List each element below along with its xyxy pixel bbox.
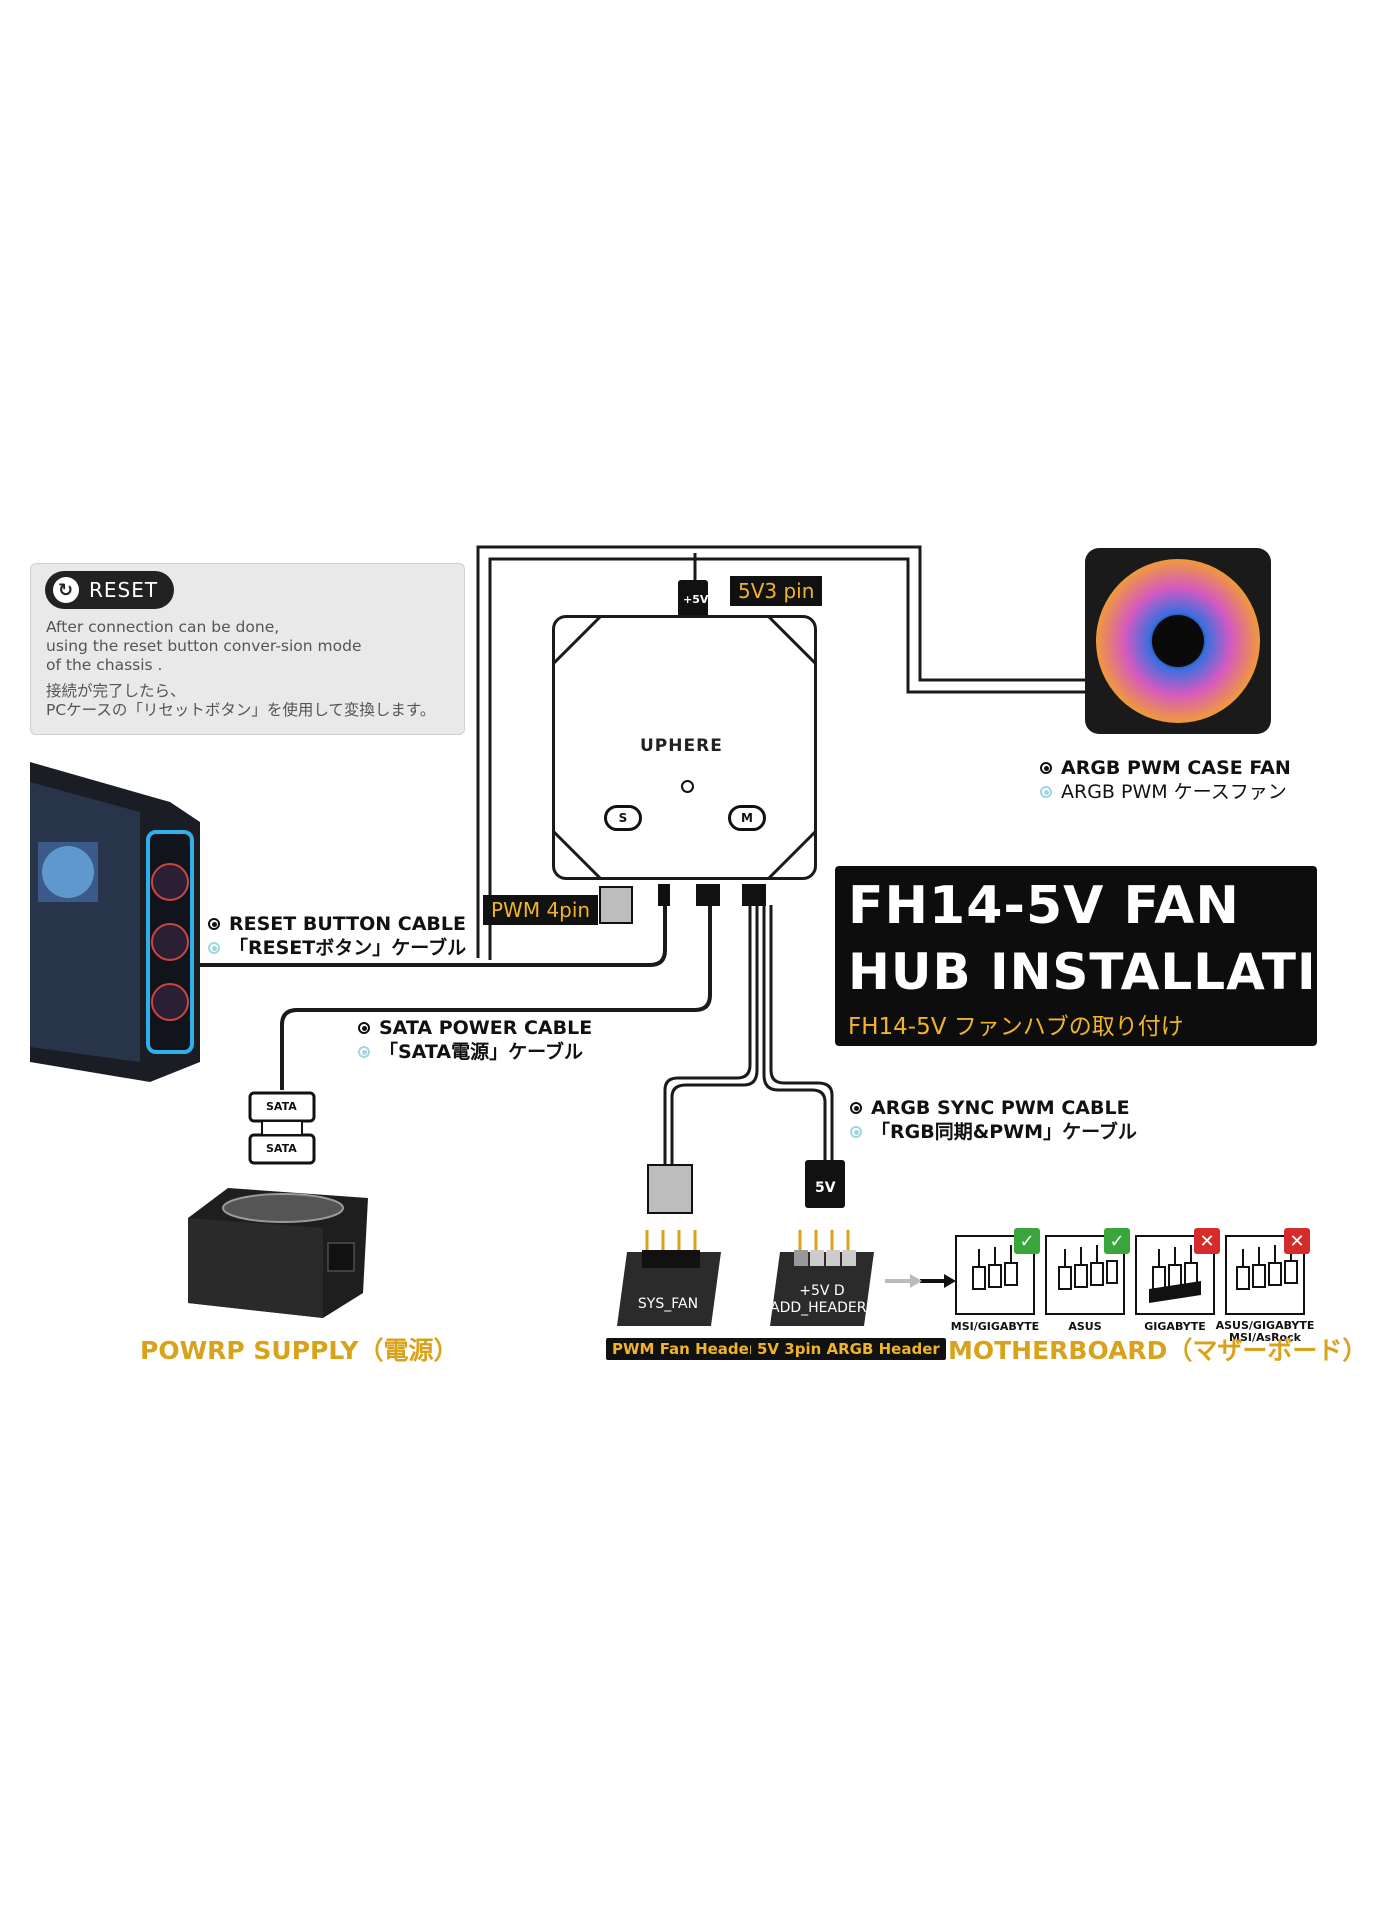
reset-badge-label: RESET bbox=[89, 578, 159, 602]
title-line-2: HUB INSTALLATION bbox=[848, 943, 1400, 1001]
mb-card-gigabyte bbox=[1135, 1235, 1215, 1315]
bullet-icon bbox=[358, 1022, 370, 1034]
bullet-icon bbox=[208, 918, 220, 930]
argb-header-line-2: ADD_HEADER2 bbox=[770, 1300, 876, 1316]
mb-caption-4: ASUS/GIGABYTE MSI/AsRock bbox=[1215, 1319, 1315, 1344]
argb-cable-label-en-text: ARGB SYNC PWM CABLE bbox=[871, 1097, 1130, 1119]
pwm-fan-header-image bbox=[617, 1230, 721, 1326]
fan-label-jp: ARGB PWM ケースファン bbox=[1040, 780, 1287, 804]
cross-icon: ✕ bbox=[1194, 1228, 1220, 1254]
bullet-icon bbox=[358, 1046, 370, 1058]
motherboard-label: MOTHERBOARD（マザーボード） bbox=[948, 1336, 1368, 1365]
reset-icon: ↻ bbox=[53, 577, 79, 603]
sata-plug-label-2: SATA bbox=[266, 1142, 297, 1155]
fan-label-en-text: ARGB PWM CASE FAN bbox=[1061, 757, 1291, 779]
reset-badge: ↻ RESET bbox=[45, 571, 175, 609]
reset-note-en-3: of the chassis . bbox=[46, 656, 163, 674]
reset-cable-label-jp: 「RESETボタン」ケーブル bbox=[208, 936, 466, 960]
title-panel bbox=[835, 866, 1317, 1046]
power-supply-image bbox=[188, 1188, 368, 1318]
psu-label: POWRP SUPPLY（電源） bbox=[140, 1336, 459, 1365]
title-line-1: FH14-5V FAN bbox=[848, 876, 1240, 936]
hub-button-m[interactable]: M bbox=[728, 805, 766, 831]
sata-cable-label-jp-text: 「SATA電源」ケーブル bbox=[379, 1041, 583, 1063]
argb-plug-label: 5V bbox=[815, 1180, 836, 1196]
argb-header-tag: 5V 3pin ARGB Header bbox=[751, 1338, 946, 1360]
reset-note-jp-1: 接続が完了したら、 bbox=[46, 682, 186, 700]
port-5v3-label: 5V3 pin bbox=[730, 576, 823, 606]
reset-cable-label-jp-text: 「RESETボタン」ケーブル bbox=[229, 937, 467, 959]
argb-case-fan-image bbox=[1085, 548, 1271, 734]
reset-cable-label-en-text: RESET BUTTON CABLE bbox=[229, 913, 466, 935]
argb-header-image bbox=[770, 1230, 874, 1326]
bullet-icon bbox=[850, 1102, 862, 1114]
check-icon: ✓ bbox=[1014, 1228, 1040, 1254]
port-pwm-4pin-label: PWM 4pin bbox=[483, 895, 599, 925]
hub-logo: UPHERE bbox=[640, 736, 723, 756]
reset-note-en-2: using the reset button conver-sion mode bbox=[46, 637, 362, 655]
hub-corner-bevels bbox=[552, 615, 817, 880]
sata-cable-label-en: SATA POWER CABLE bbox=[358, 1016, 592, 1040]
fan-label-jp-text: ARGB PWM ケースファン bbox=[1061, 781, 1287, 803]
bullet-icon bbox=[208, 942, 220, 954]
cross-icon: ✕ bbox=[1284, 1228, 1310, 1254]
argb-header-name: +5V D ADD_HEADER2 bbox=[770, 1283, 876, 1317]
hub-button-s[interactable]: S bbox=[604, 805, 642, 831]
hub-led bbox=[681, 780, 694, 793]
argb-header-line-1: +5V D bbox=[799, 1283, 845, 1299]
mb-caption-1: MSI/GIGABYTE bbox=[950, 1320, 1040, 1333]
title-jp: FH14-5V ファンハブの取り付け bbox=[848, 1014, 1184, 1040]
mb-caption-2: ASUS bbox=[1068, 1320, 1102, 1333]
bullet-icon bbox=[1040, 786, 1052, 798]
mb-caption-3: GIGABYTE bbox=[1144, 1320, 1206, 1333]
fan-label-en: ARGB PWM CASE FAN bbox=[1040, 756, 1291, 780]
sata-plug-label-1: SATA bbox=[266, 1100, 297, 1113]
sata-cable-label-en-text: SATA POWER CABLE bbox=[379, 1017, 593, 1039]
check-icon: ✓ bbox=[1104, 1228, 1130, 1254]
bullet-icon bbox=[850, 1126, 862, 1138]
fan-hub bbox=[552, 615, 817, 880]
argb-cable-label-jp: 「RGB同期&PWM」ケーブル bbox=[850, 1120, 1137, 1144]
pwm-header-name: SYS_FAN bbox=[637, 1296, 699, 1312]
argb-cable-label-jp-text: 「RGB同期&PWM」ケーブル bbox=[871, 1121, 1137, 1143]
sata-cable-label-jp: 「SATA電源」ケーブル bbox=[358, 1040, 583, 1064]
reset-note-jp-2: PCケースの「リセットボタン」を使用して変換します。 bbox=[46, 701, 436, 719]
reset-note-en-1: After connection can be done, bbox=[46, 618, 280, 636]
pwm-header-tag: PWM Fan Header bbox=[606, 1338, 763, 1360]
plus5v-connector-label: +5V bbox=[683, 593, 709, 606]
mb-card-asus bbox=[1045, 1235, 1125, 1315]
pc-case-image bbox=[30, 762, 200, 1082]
argb-cable-label-en: ARGB SYNC PWM CABLE bbox=[850, 1096, 1130, 1120]
reset-cable-label-en: RESET BUTTON CABLE bbox=[208, 912, 466, 936]
bullet-icon bbox=[1040, 762, 1052, 774]
